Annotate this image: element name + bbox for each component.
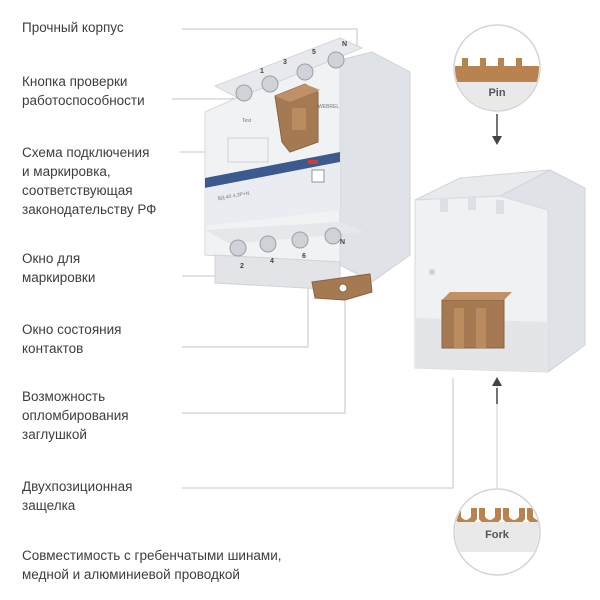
feature-label-busbar-compat: Совместимость с гребенчатыми шинами, мед… bbox=[22, 548, 282, 582]
pin-label: Pin bbox=[488, 87, 505, 99]
toggle-lever bbox=[274, 83, 320, 153]
terminal-2: 2 bbox=[240, 263, 244, 270]
feature-label-sealing: Возможность опломбирования заглушкой bbox=[22, 389, 129, 442]
terminal-4: 4 bbox=[270, 258, 274, 265]
front-breaker: ВД-40 4,3Р+N Test WEBREL 1 3 5 N 2 4 bbox=[204, 37, 411, 301]
din-latch bbox=[311, 273, 373, 301]
fork-label: Fork bbox=[485, 529, 510, 541]
brand-label: WEBREL bbox=[318, 104, 339, 110]
contact-status-window bbox=[308, 160, 318, 164]
feature-label-contact-window: Окно состояния контактов bbox=[22, 322, 122, 356]
feature-label-scheme: Схема подключения и маркировка, соответс… bbox=[22, 145, 157, 217]
terminal-n-top: N bbox=[342, 41, 347, 48]
terminal-1: 1 bbox=[260, 68, 264, 75]
terminal-3: 3 bbox=[283, 59, 287, 66]
wiring-scheme bbox=[227, 137, 269, 163]
test-label: Test bbox=[242, 118, 252, 124]
eac-mark bbox=[311, 169, 325, 183]
terminal-5: 5 bbox=[312, 49, 316, 56]
top-terminals: 1 3 5 N bbox=[235, 41, 347, 102]
feature-label-test-button: Кнопка проверки работоспособности bbox=[22, 74, 145, 108]
bottom-terminals: 2 4 6 N bbox=[229, 227, 345, 270]
fork-bubble: Fork bbox=[453, 488, 541, 576]
feature-label-marking-window: Окно для маркировки bbox=[22, 251, 96, 285]
terminal-n-bottom: N bbox=[340, 239, 345, 246]
blue-stripe bbox=[205, 152, 340, 188]
pin-bubble: Pin bbox=[453, 24, 541, 112]
down-arrow-icon bbox=[492, 136, 502, 145]
rear-breaker bbox=[414, 169, 586, 373]
busbar-clip bbox=[441, 292, 512, 349]
terminal-6: 6 bbox=[302, 253, 306, 260]
feature-label-latch: Двухпозиционная защелка bbox=[22, 479, 133, 513]
feature-label-body: Прочный корпус bbox=[22, 20, 124, 35]
up-arrow-icon bbox=[492, 377, 502, 386]
rating-text: ВД-40 4,3Р+N bbox=[217, 190, 250, 202]
